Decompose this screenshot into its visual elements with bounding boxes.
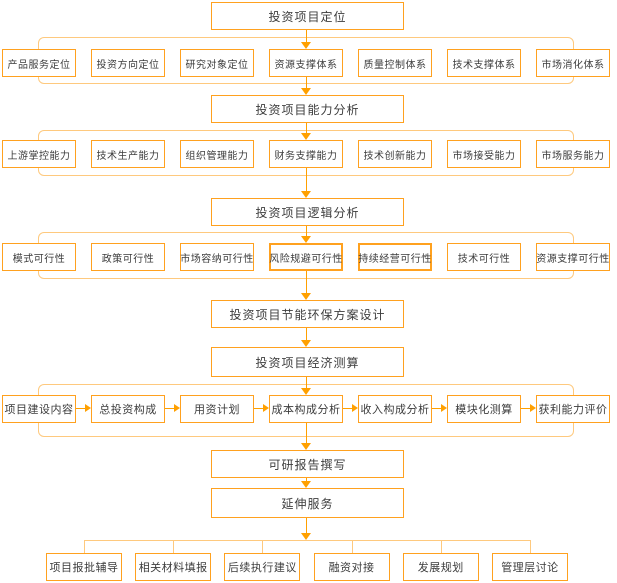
flow-arrow-line xyxy=(306,423,307,444)
economic-row-item: 用资计划 xyxy=(180,395,254,423)
extended-service-row: 项目报批辅导 相关材料填报 后续执行建议 融资对接 发展规划 管理层讨论 xyxy=(46,553,568,581)
extended-row-item: 相关材料填报 xyxy=(135,553,212,581)
down-arrow-icon xyxy=(301,388,311,395)
flow-arrow-line xyxy=(306,168,307,192)
flow-arrow-line xyxy=(306,377,307,389)
flow-arrow-line xyxy=(306,29,307,43)
down-arrow-icon xyxy=(301,42,311,49)
flow-arrow-line xyxy=(306,328,307,341)
economic-row-item: 总投资构成 xyxy=(91,395,165,423)
economic-row-item: 成本构成分析 xyxy=(269,395,343,423)
extended-row-item: 项目报批辅导 xyxy=(46,553,122,581)
extended-row-item: 后续执行建议 xyxy=(224,553,301,581)
down-arrow-icon xyxy=(301,236,311,243)
right-arrow-icon xyxy=(343,395,358,423)
down-arrow-icon xyxy=(301,293,311,300)
positioning-row-item: 产品服务定位 xyxy=(2,49,76,77)
flow-node-logic-analysis: 投资项目逻辑分析 xyxy=(211,198,404,226)
positioning-row: 产品服务定位 投资方向定位 研究对象定位 资源支撑体系 质量控制体系 技术支撑体… xyxy=(2,49,610,77)
right-arrow-icon xyxy=(521,395,536,423)
positioning-row-item: 质量控制体系 xyxy=(358,49,432,77)
feasibility-row-item: 市场容纳可行性 xyxy=(180,243,254,271)
capability-row-item: 上游掌控能力 xyxy=(2,140,76,168)
tree-drop-line xyxy=(441,540,442,553)
feasibility-row-item: 风险规避可行性 xyxy=(269,243,343,271)
economic-row-item: 模块化测算 xyxy=(447,395,521,423)
economic-row-item: 获利能力评价 xyxy=(536,395,610,423)
right-arrow-icon xyxy=(254,395,269,423)
positioning-row-item: 投资方向定位 xyxy=(91,49,165,77)
flow-node-eco-design: 投资项目节能环保方案设计 xyxy=(211,300,404,328)
tree-drop-line xyxy=(84,540,85,553)
right-arrow-icon xyxy=(432,395,447,423)
capability-row-item: 组织管理能力 xyxy=(180,140,254,168)
flow-arrow-line xyxy=(306,518,307,534)
tree-drop-line xyxy=(352,540,353,553)
feasibility-row-item: 持续经营可行性 xyxy=(358,243,432,271)
feasibility-row-item: 政策可行性 xyxy=(91,243,165,271)
extended-row-item: 发展规划 xyxy=(402,553,479,581)
economic-row: 项目建设内容 总投资构成 用资计划 成本构成分析 收入构成分析 模块化测算 获利… xyxy=(2,395,610,423)
flow-arrow-line xyxy=(306,271,307,294)
positioning-row-item: 技术支撑体系 xyxy=(447,49,521,77)
extended-row-item: 融资对接 xyxy=(313,553,390,581)
down-arrow-icon xyxy=(301,88,311,95)
feasibility-row-item: 技术可行性 xyxy=(447,243,521,271)
right-arrow-icon xyxy=(76,395,91,423)
feasibility-row-item: 资源支撑可行性 xyxy=(536,243,610,271)
down-arrow-icon xyxy=(301,481,311,488)
extended-row-item: 管理层讨论 xyxy=(491,553,568,581)
capability-row-item: 市场服务能力 xyxy=(536,140,610,168)
flow-arrow-line xyxy=(306,478,307,482)
right-arrow-icon xyxy=(165,395,180,423)
down-arrow-icon xyxy=(301,533,311,540)
positioning-row-item: 市场消化体系 xyxy=(536,49,610,77)
flow-node-report-writing: 可研报告撰写 xyxy=(211,450,404,478)
tree-line xyxy=(84,540,530,541)
capability-row: 上游掌控能力 技术生产能力 组织管理能力 财务支撑能力 技术创新能力 市场接受能… xyxy=(2,140,610,168)
flow-arrow-line xyxy=(306,76,307,89)
feasibility-row-item: 模式可行性 xyxy=(2,243,76,271)
flow-arrow-line xyxy=(306,123,307,134)
capability-row-item: 市场接受能力 xyxy=(447,140,521,168)
flow-node-capability-analysis: 投资项目能力分析 xyxy=(211,95,404,123)
flow-node-economic-calc: 投资项目经济测算 xyxy=(211,347,404,377)
capability-row-item: 财务支撑能力 xyxy=(269,140,343,168)
tree-drop-line xyxy=(530,540,531,553)
flow-node-project-positioning: 投资项目定位 xyxy=(211,2,404,30)
economic-row-item: 项目建设内容 xyxy=(2,395,76,423)
down-arrow-icon xyxy=(301,133,311,140)
economic-row-item: 收入构成分析 xyxy=(358,395,432,423)
tree-drop-line xyxy=(173,540,174,553)
down-arrow-icon xyxy=(301,443,311,450)
tree-drop-line xyxy=(262,540,263,553)
positioning-row-item: 资源支撑体系 xyxy=(269,49,343,77)
down-arrow-icon xyxy=(301,340,311,347)
capability-row-item: 技术生产能力 xyxy=(91,140,165,168)
down-arrow-icon xyxy=(301,191,311,198)
flow-node-extended-service: 延伸服务 xyxy=(211,488,404,518)
capability-row-item: 技术创新能力 xyxy=(358,140,432,168)
positioning-row-item: 研究对象定位 xyxy=(180,49,254,77)
feasibility-row: 模式可行性 政策可行性 市场容纳可行性 风险规避可行性 持续经营可行性 技术可行… xyxy=(2,243,610,271)
flow-arrow-line xyxy=(306,226,307,237)
